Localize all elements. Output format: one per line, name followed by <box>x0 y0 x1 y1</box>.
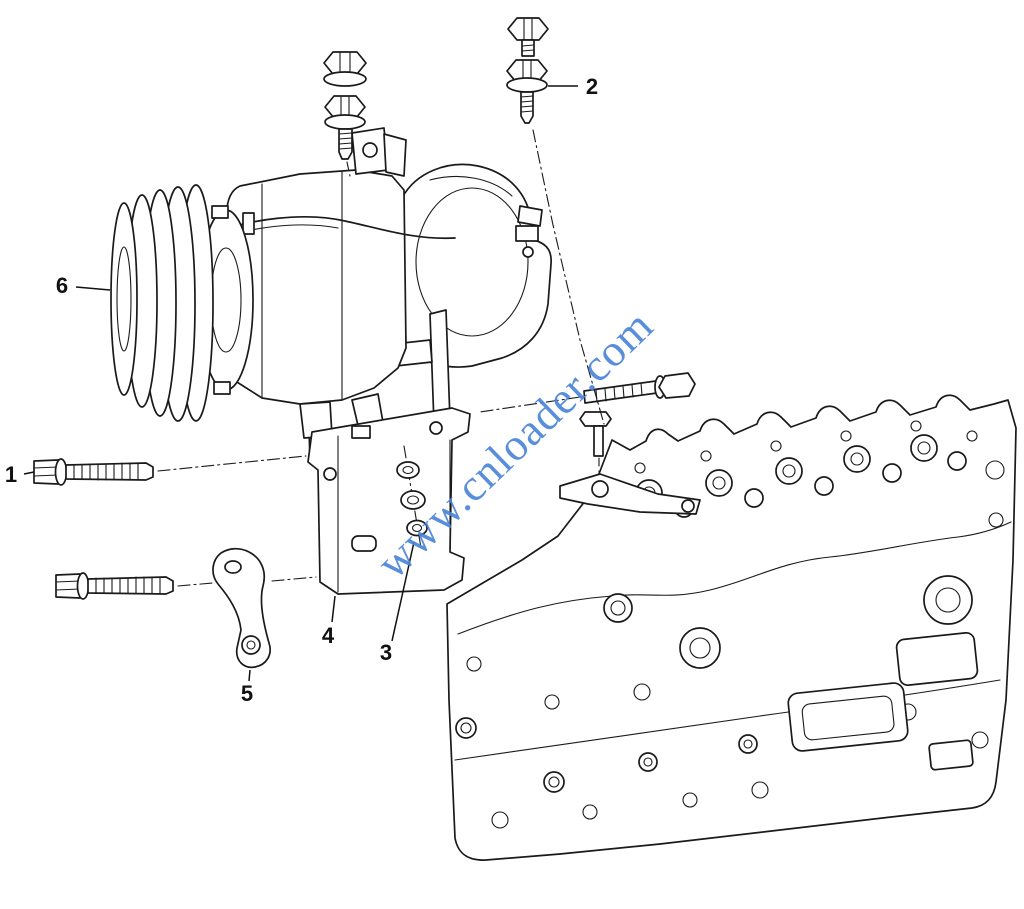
side-mount-bolt-lower <box>55 572 317 600</box>
support-bracket <box>212 547 271 669</box>
mounting-bracket <box>307 407 471 595</box>
leader-4 <box>331 595 336 623</box>
callout-6: 6 <box>56 273 68 298</box>
leader-5 <box>248 669 251 682</box>
compressor-assembly <box>201 127 552 463</box>
upper-mount-bolt-2 <box>506 17 605 425</box>
leader-1 <box>23 471 35 475</box>
callouts: 1 2 3 4 5 6 <box>5 74 598 706</box>
leader-6 <box>75 286 111 291</box>
cylinder-head <box>446 372 1017 861</box>
pulley <box>110 184 254 422</box>
callout-5: 5 <box>241 681 253 706</box>
upper-mount-bolt-left <box>323 51 367 177</box>
washer-stack <box>396 445 428 549</box>
rocker-arm <box>559 411 701 515</box>
callout-1: 1 <box>5 462 17 487</box>
side-mount-bolt-upper <box>33 455 307 486</box>
leader-lines <box>23 85 578 682</box>
head-mount-bolt <box>479 372 696 413</box>
leader-3 <box>391 541 415 642</box>
callout-3: 3 <box>380 640 392 665</box>
callout-2: 2 <box>586 74 598 99</box>
callout-4: 4 <box>322 623 335 648</box>
